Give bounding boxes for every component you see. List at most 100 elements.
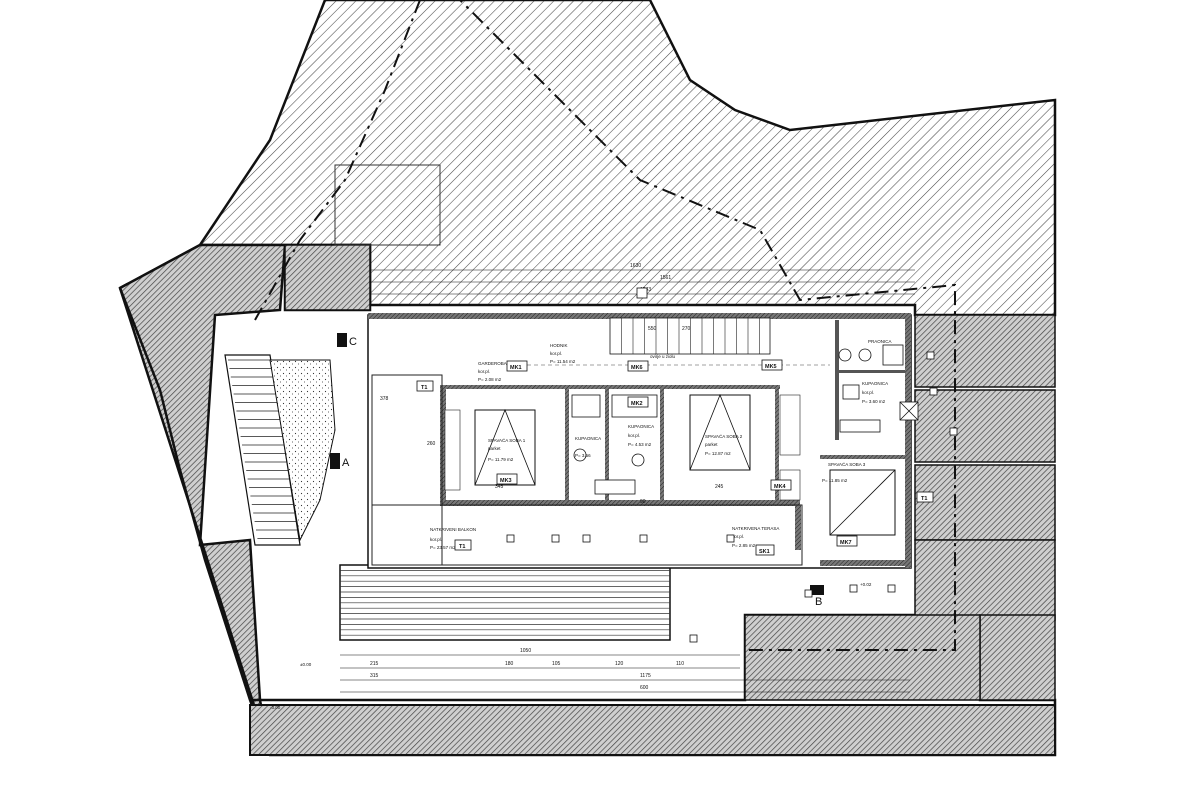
room-terasa-floor: kor.pl. bbox=[732, 534, 744, 539]
room-balkon-floor: kor.pl. bbox=[430, 537, 442, 542]
section-mark-c: C bbox=[337, 333, 357, 348]
dim-550: 550 bbox=[648, 326, 657, 332]
room-spavaca1-name: SPAVAĆA SOBA 1 bbox=[488, 437, 526, 443]
room-garderoba-area: P= 2.08 m2 bbox=[478, 377, 502, 382]
room-garderoba-floor: kor.pl. bbox=[478, 369, 490, 374]
room-balkon-area: P= 23.57 m2 bbox=[430, 545, 456, 550]
dim-270: 270 bbox=[682, 326, 691, 332]
room-hodnik-floor: kor.pl. bbox=[550, 351, 562, 356]
bed-room-1 bbox=[474, 408, 536, 486]
exterior-stair bbox=[224, 354, 336, 546]
room-kupaonica3-area: P= 3.60 m2 bbox=[862, 399, 886, 404]
post-markers bbox=[506, 287, 958, 643]
dim-1630: 1630 bbox=[630, 263, 641, 269]
tag-mk5-text: MK5 bbox=[765, 364, 777, 370]
room-garderoba-name: GARDEROBA bbox=[478, 361, 507, 366]
tag-mk4-text: MK4 bbox=[774, 484, 787, 490]
dim-1561: 1561 bbox=[660, 275, 671, 281]
section-mark-a: A bbox=[330, 453, 350, 469]
room-garderoba-label: GARDEROBA kor.pl. P= 2.08 m2 bbox=[478, 361, 507, 382]
tag-mk5: MK5 bbox=[761, 359, 783, 371]
tag-mk6-text: MK6 bbox=[631, 365, 643, 371]
room-kupaonica3-floor: kor.pl. bbox=[862, 390, 874, 395]
sanitary-fixtures bbox=[571, 344, 919, 495]
room-spavaca1-label: SPAVAĆA SOBA 1 parket P= 11.79 m2 bbox=[488, 437, 526, 462]
room-balkon-label: NATKRIVENI BALKON kor.pl. P= 23.57 m2 bbox=[430, 527, 476, 550]
room-kupaonica3-name: KUPAONICA bbox=[862, 381, 888, 386]
room-balkon-name: NATKRIVENI BALKON bbox=[430, 527, 476, 532]
tag-mk1: MK1 bbox=[506, 360, 528, 372]
tag-mk3-text: MK3 bbox=[500, 478, 512, 484]
room-terasa-name: NATKRIVENA TERASA bbox=[732, 526, 779, 531]
room-spavaca2-floor: parket bbox=[705, 442, 718, 447]
room-hodnik-label: HODNIK kor.pl. P= 11.54 m2 bbox=[550, 343, 576, 364]
room-spavaca2-label: SPAVAĆA SOBA 2 parket P= 12.87 m2 bbox=[705, 433, 743, 456]
dim-345: 345 bbox=[495, 484, 504, 490]
room-hodnik-area: P= 11.54 m2 bbox=[550, 359, 576, 364]
room-kupaonica1-name: KUPAONICA bbox=[575, 436, 601, 441]
room-spavaca2-name: SPAVAĆA SOBA 2 bbox=[705, 433, 743, 439]
bed-room-3 bbox=[829, 469, 896, 536]
tag-mk2-text: MK2 bbox=[631, 401, 643, 407]
level-markers: ±0.00 -3.00 +0.02 ovirje u ziolu bbox=[270, 354, 872, 710]
dim-1050: 1050 bbox=[520, 648, 531, 654]
dim-105: 105 bbox=[552, 661, 561, 667]
room-praonica-name: PRAONICA bbox=[868, 339, 892, 344]
room-spavaca3-label: SPAVAĆA SOBA 3 P= 11.85 m2 bbox=[822, 461, 866, 483]
tag-mk3: MK3 bbox=[496, 473, 518, 485]
right-parking-bays bbox=[744, 314, 1056, 701]
dim-378: 378 bbox=[380, 396, 389, 402]
dim-315: 315 bbox=[370, 673, 379, 679]
room-kupaonica2-area: P= 4.53 m2 bbox=[628, 442, 652, 447]
dim-110: 110 bbox=[676, 661, 684, 667]
section-mark-c-text: C bbox=[349, 336, 357, 348]
section-mark-b-text: B bbox=[815, 596, 822, 608]
room-kupaonica2-label: KUPAONICA kor.pl. P= 4.53 m2 bbox=[628, 424, 654, 447]
room-terasa-area: P= 2.85 m2 bbox=[732, 543, 756, 548]
dim-180: 180 bbox=[505, 661, 514, 667]
room-spavaca2-area: P= 12.87 m2 bbox=[705, 451, 731, 456]
dim-120: 120 bbox=[615, 661, 624, 667]
site-terrain bbox=[118, 0, 1057, 757]
dim-90: 90 bbox=[640, 499, 646, 505]
room-spavaca1-floor: parket bbox=[488, 446, 501, 451]
tag-t1b: T1 bbox=[454, 539, 472, 551]
pool-deck bbox=[339, 564, 671, 641]
room-kupaonica1-label: KUPAONICA P= 3.56 bbox=[575, 436, 601, 458]
room-praonica-label: PRAONICA bbox=[868, 339, 892, 344]
level-3: +0.02 bbox=[860, 582, 872, 587]
stair-note: ovirje u ziolu bbox=[650, 354, 676, 359]
bed-room-2 bbox=[689, 393, 751, 471]
tag-mk7: MK7 bbox=[836, 535, 858, 547]
dim-245: 245 bbox=[715, 484, 724, 490]
tag-t1c-text: T1 bbox=[921, 496, 927, 502]
tag-mk2: MK2 bbox=[627, 396, 649, 408]
section-mark-b: B bbox=[810, 585, 824, 608]
room-spavaca3-area: P= 11.85 m2 bbox=[822, 478, 848, 483]
element-tags: MK1 MK2 MK3 MK4 MK5 MK6 MK7 T1 T1 T1 SK1 bbox=[416, 359, 934, 556]
room-kupaonica2-name: KUPAONICA bbox=[628, 424, 654, 429]
tag-mk7-text: MK7 bbox=[840, 540, 852, 546]
room-spavaca3-name: SPAVAĆA SOBA 3 bbox=[828, 461, 866, 467]
tag-mk4: MK4 bbox=[770, 479, 792, 491]
tag-t1c: T1 bbox=[916, 491, 934, 503]
tag-t1b-text: T1 bbox=[459, 544, 465, 550]
room-kupaonica1-area: P= 3.56 bbox=[575, 453, 591, 458]
tag-sk1-text: SK1 bbox=[759, 549, 770, 555]
dim-260: 260 bbox=[427, 441, 436, 447]
tag-sk1: SK1 bbox=[755, 544, 775, 556]
upper-left-blocks bbox=[284, 164, 441, 311]
room-spavaca1-area: P= 11.79 m2 bbox=[488, 457, 514, 462]
dim-215: 215 bbox=[370, 661, 379, 667]
tag-mk6: MK6 bbox=[627, 360, 649, 372]
section-mark-a-text: A bbox=[342, 457, 350, 469]
dim-1175: 1175 bbox=[640, 673, 651, 679]
tag-t1a: T1 bbox=[416, 380, 434, 392]
room-kupaonica3-label: KUPAONICA kor.pl. P= 3.60 m2 bbox=[862, 381, 888, 404]
room-hodnik-name: HODNIK bbox=[550, 343, 568, 348]
level-2: -3.00 bbox=[270, 705, 281, 710]
level-1: ±0.00 bbox=[300, 662, 312, 667]
room-terasa-label: NATKRIVENA TERASA kor.pl. P= 2.85 m2 bbox=[732, 526, 779, 548]
tag-mk1-text: MK1 bbox=[510, 365, 522, 371]
